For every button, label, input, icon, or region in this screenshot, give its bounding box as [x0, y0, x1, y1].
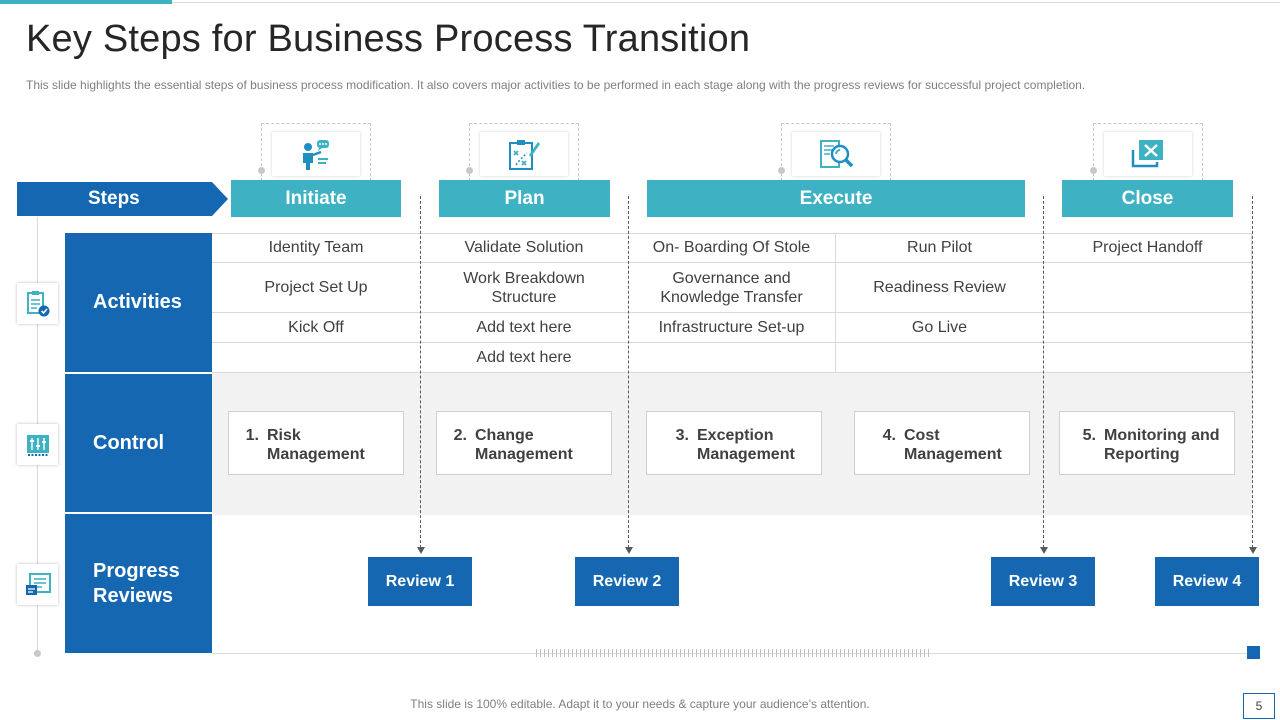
- activity-cell: Add text here: [476, 349, 572, 366]
- row-control: Control: [65, 374, 212, 512]
- activity-cell: Run Pilot: [907, 239, 972, 256]
- activity-cell: [628, 343, 835, 372]
- control-label: Exception Management: [697, 427, 795, 463]
- dashed-connector: [1252, 196, 1253, 548]
- end-marker: [1247, 646, 1260, 659]
- control-cost-management: 4. Cost Management: [854, 411, 1030, 475]
- activity-cell: [1044, 263, 1251, 312]
- control-label: Risk Management: [267, 427, 365, 463]
- activity-cell: Project Set Up: [264, 279, 368, 296]
- activity-cell: [1044, 313, 1251, 342]
- presenter-icon: [272, 132, 360, 176]
- page-subtitle: This slide highlights the essential step…: [26, 78, 1086, 92]
- top-divider: [172, 2, 1280, 3]
- stage-execute: Execute: [647, 180, 1025, 217]
- grid-line: [212, 233, 1252, 234]
- close-window-icon: [1104, 132, 1192, 176]
- grid-line: [212, 372, 1252, 373]
- activity-cell: Infrastructure Set-up: [658, 319, 805, 336]
- plan-icon-box: [466, 123, 579, 181]
- dashed-connector: [628, 196, 629, 548]
- control-label: Cost Management: [904, 427, 1002, 463]
- control-risk-management: 1. Risk Management: [228, 411, 404, 475]
- footer-note: This slide is 100% editable. Adapt it to…: [410, 697, 870, 711]
- review-document-icon: [17, 564, 58, 605]
- grid-line: [1251, 233, 1252, 373]
- grid-line: [835, 233, 836, 373]
- activity-cell: [1044, 343, 1251, 372]
- stage-close: Close: [1062, 180, 1233, 217]
- control-number: 2.: [453, 427, 467, 444]
- control-change-management: 2. Change Management: [436, 411, 612, 475]
- execute-icon-box: [778, 123, 891, 181]
- control-number: 3.: [675, 427, 689, 444]
- activity-cell: Work Breakdown Structure: [463, 269, 585, 306]
- control-number: 1.: [245, 427, 259, 444]
- review-4-badge: Review 4: [1155, 557, 1259, 606]
- activity-cell: [212, 343, 420, 372]
- activity-cell: Project Handoff: [1092, 239, 1203, 256]
- arrow-down-icon: [1249, 547, 1257, 554]
- activity-cell: Kick Off: [288, 319, 344, 336]
- activity-cell: On- Boarding Of Stole: [652, 239, 811, 256]
- stage-plan: Plan: [439, 180, 610, 217]
- dashed-connector: [1043, 196, 1044, 548]
- row-activities: Activities: [65, 233, 212, 372]
- arrow-down-icon: [1040, 547, 1048, 554]
- close-icon-box: [1090, 123, 1203, 181]
- control-number: 5.: [1082, 427, 1096, 444]
- grid-line: [212, 262, 1252, 263]
- row-progress-reviews: Progress Reviews: [65, 514, 212, 653]
- control-label: Monitoring and Reporting: [1104, 427, 1220, 463]
- grid-line: [212, 312, 1252, 313]
- activity-cell: Identity Team: [268, 239, 364, 256]
- activity-cell: [836, 343, 1043, 372]
- control-exception-management: 3. Exception Management: [646, 411, 822, 475]
- steps-label: Steps: [17, 182, 228, 216]
- control-panel-icon: [17, 424, 58, 465]
- initiate-icon-box: [258, 123, 371, 181]
- control-monitoring-and-reporting: 5. Monitoring and Reporting: [1059, 411, 1235, 475]
- activity-cell: Validate Solution: [464, 239, 584, 256]
- arrow-down-icon: [417, 547, 425, 554]
- review-1-badge: Review 1: [368, 557, 472, 606]
- timeline-end-dot: [34, 650, 41, 657]
- activity-cell: Go Live: [911, 319, 968, 336]
- strategy-board-icon: [480, 132, 568, 176]
- control-number: 4.: [882, 427, 896, 444]
- activity-cell: Add text here: [476, 319, 572, 336]
- grid-line: [212, 342, 1252, 343]
- checklist-icon: [17, 283, 58, 324]
- page-title: Key Steps for Business Process Transitio…: [26, 18, 751, 60]
- stage-initiate: Initiate: [231, 180, 401, 217]
- review-3-badge: Review 3: [991, 557, 1095, 606]
- hatch-decoration: [536, 649, 930, 657]
- search-analysis-icon: [792, 132, 880, 176]
- accent-bar: [0, 0, 172, 4]
- page-number: 5: [1243, 693, 1275, 719]
- control-label: Change Management: [475, 427, 573, 463]
- dashed-connector: [420, 196, 421, 548]
- review-2-badge: Review 2: [575, 557, 679, 606]
- arrow-down-icon: [625, 547, 633, 554]
- activity-cell: Readiness Review: [873, 279, 1006, 296]
- activity-cell: Governance and Knowledge Transfer: [660, 269, 803, 306]
